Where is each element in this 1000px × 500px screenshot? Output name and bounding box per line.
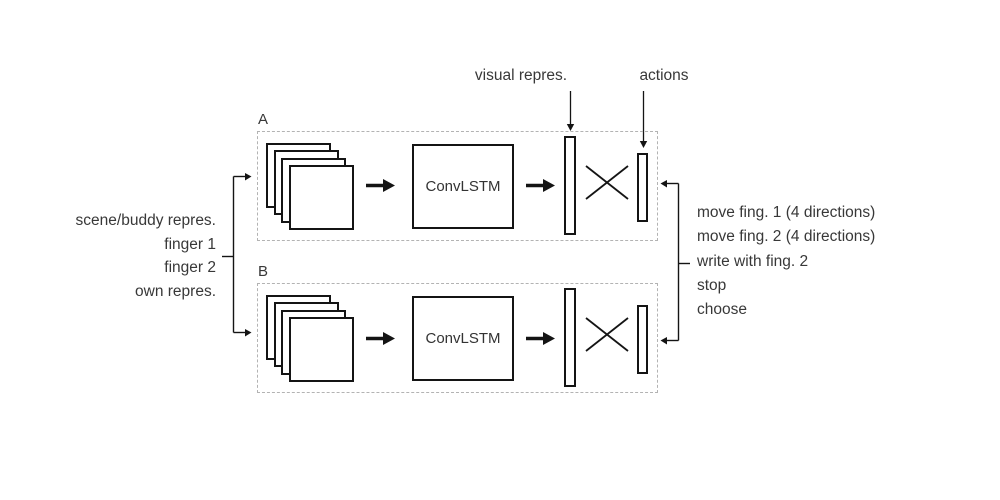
arrow-frames-to-convlstm-b-icon [366, 332, 395, 345]
actions-bar-b [637, 305, 648, 374]
action-labels: move fing. 1 (4 directions) move fing. 2… [697, 201, 957, 322]
visual-repres-bar-b [564, 288, 576, 387]
block-b-label: B [258, 263, 269, 280]
right-output-bracket [660, 180, 690, 345]
fully-connected-cross-b-icon [585, 317, 629, 352]
convlstm-box-a-label: ConvLSTM [425, 178, 501, 195]
convlstm-box-b-label: ConvLSTM [425, 330, 501, 347]
visual-repres-arrow-icon [566, 91, 575, 131]
action-label-line: move fing. 1 (4 directions) [697, 204, 876, 221]
convlstm-box-b: ConvLSTM [412, 296, 514, 381]
actions-bar-a [637, 153, 648, 222]
actions-label: actions [639, 67, 689, 84]
action-label-line: move fing. 2 (4 directions) [697, 228, 876, 246]
block-b-container [257, 283, 658, 393]
action-label-line: stop [697, 276, 727, 294]
convlstm-box-a: ConvLSTM [412, 144, 514, 229]
input-label-line: finger 2 [164, 259, 216, 276]
visual-repres-bar-a [564, 136, 576, 235]
visual-repres-label: visual repres. [474, 67, 568, 84]
actions-arrow-icon [639, 91, 648, 148]
left-input-bracket [222, 173, 252, 337]
arrow-convlstm-to-bar-b-icon [526, 332, 555, 345]
frame-square [289, 317, 354, 382]
fully-connected-cross-a-icon [585, 165, 629, 200]
action-label-line: choose [697, 301, 747, 319]
action-label-line: write with fing. 2 [697, 252, 809, 270]
arrow-frames-to-convlstm-a-icon [366, 179, 395, 192]
block-a-container [257, 131, 658, 241]
input-label-line: own repres. [135, 282, 216, 300]
block-a-label: A [258, 111, 269, 128]
input-label-line: scene/buddy repres. [75, 212, 216, 229]
frame-square [289, 165, 354, 230]
arrow-convlstm-to-bar-a-icon [526, 179, 555, 192]
input-labels: scene/buddy repres. finger 1 finger 2 ow… [20, 209, 216, 303]
input-label-line: finger 1 [164, 235, 216, 253]
